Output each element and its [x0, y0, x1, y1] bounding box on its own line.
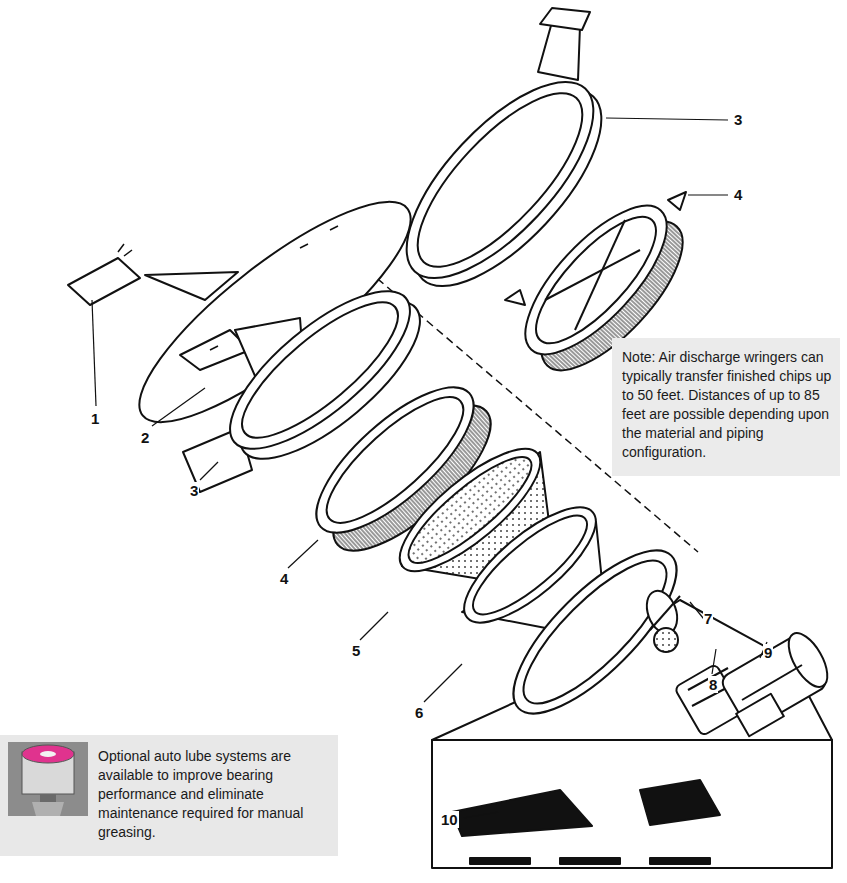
callout-number: 3: [189, 482, 199, 499]
housing-base: [432, 527, 832, 868]
lubricator-photo: [8, 742, 88, 816]
callout-number: 8: [708, 676, 718, 693]
callout-number: 2: [140, 429, 150, 446]
note-box: Note: Air discharge wringers can typical…: [612, 338, 840, 476]
callout-number: 4: [279, 570, 289, 587]
callout-number: 6: [414, 704, 424, 721]
motor: [719, 627, 835, 736]
callout-number: 7: [703, 610, 713, 627]
note-text: Note: Air discharge wringers can typical…: [622, 348, 832, 462]
callout-number: 4: [733, 186, 743, 203]
callout-number: 10: [440, 811, 459, 828]
note-text: Optional auto lube systems are available…: [98, 747, 332, 842]
access-plate: [68, 258, 140, 305]
door-latch: [641, 587, 682, 652]
callout-number: 3: [733, 111, 743, 128]
callout-number: 5: [351, 642, 361, 659]
callout-number: 1: [90, 410, 100, 427]
callout-number: 9: [763, 644, 773, 661]
